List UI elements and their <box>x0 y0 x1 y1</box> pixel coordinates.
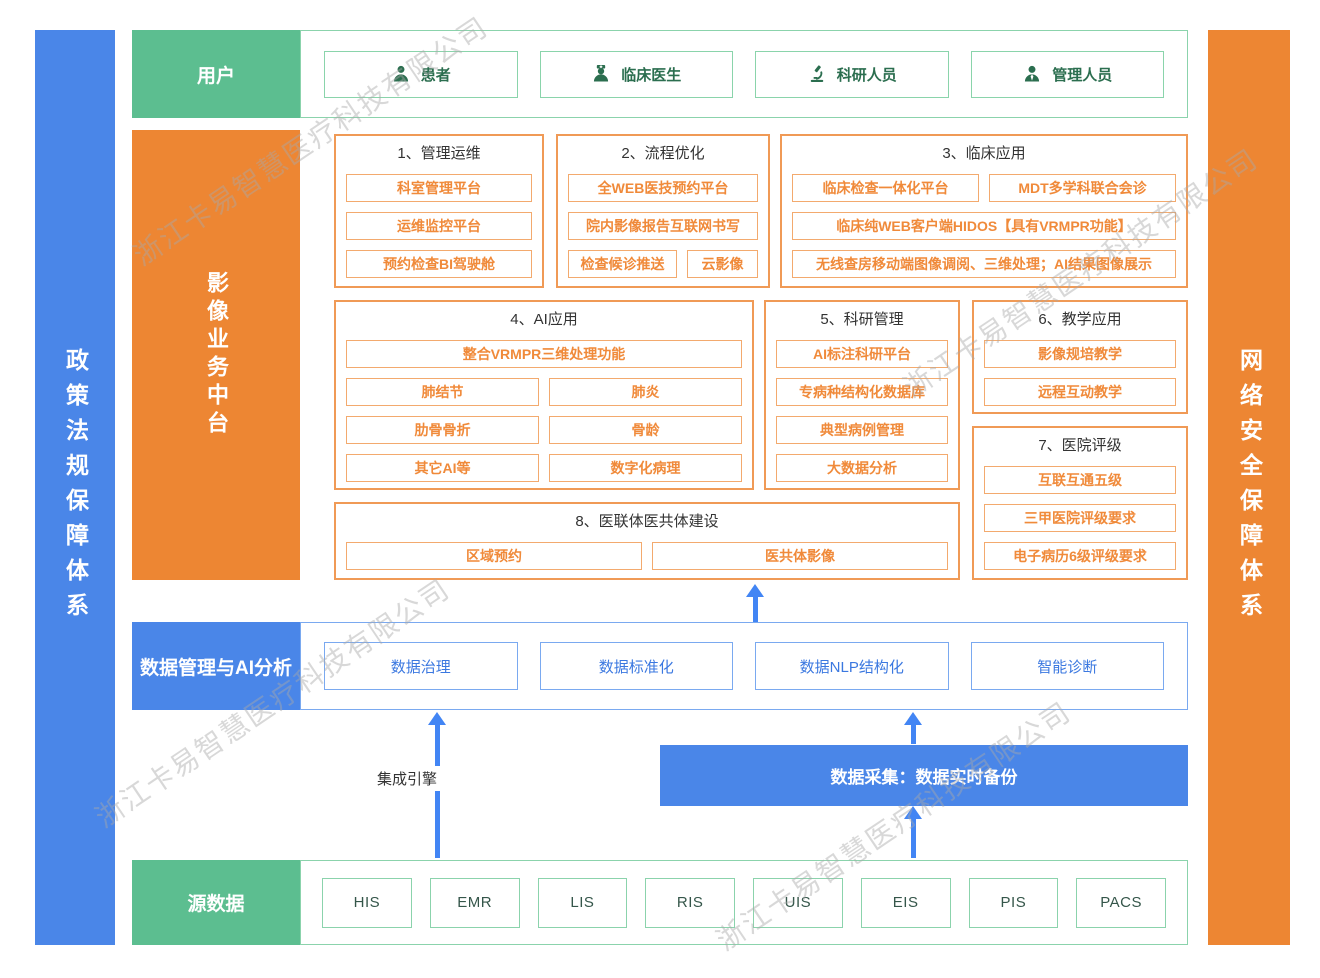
platform-item: 肋骨骨折 <box>346 416 539 444</box>
section-title: 7、医院评级 <box>1038 437 1122 454</box>
user-box-label: 临床医生 <box>621 66 682 84</box>
section-title: 1、管理运维 <box>397 145 481 162</box>
section-title: 6、教学应用 <box>1038 311 1122 328</box>
section-title: 4、AI应用 <box>510 311 578 328</box>
platform-item: 专病种结构化数据库 <box>776 378 948 406</box>
data-management-band: 数据管理与AI分析 数据治理 数据标准化 数据NLP结构化 智能诊断 <box>132 622 1188 710</box>
section-hospital-rating: 7、医院评级 互联互通五级 三甲医院评级要求 电子病历6级评级要求 <box>972 426 1188 580</box>
platform-item: 影像规培教学 <box>984 340 1176 368</box>
data-management-body: 数据治理 数据标准化 数据NLP结构化 智能诊断 <box>300 622 1188 710</box>
arrow-head-icon <box>746 584 764 597</box>
section-row: 区域预约 医共体影像 <box>346 542 948 570</box>
platform-item: 远程互动教学 <box>984 378 1176 406</box>
microscope-icon <box>810 65 823 82</box>
users-band-label: 用户 <box>132 30 300 118</box>
user-box-researcher: 科研人员 <box>755 50 949 98</box>
user-box-label: 管理人员 <box>1052 66 1113 84</box>
data-governance-box: 数据治理 <box>324 642 518 690</box>
section-ai-application: 4、AI应用 整合VRMPR三维处理功能 肺结节 肺炎 肋骨骨折 骨龄 其它AI… <box>334 300 754 490</box>
user-box-label: 患者 <box>420 66 451 84</box>
section-title: 3、临床应用 <box>942 145 1026 162</box>
policy-regulation-sidebar: 政策法规保障体系 <box>35 30 115 945</box>
platform-item: 院内影像报告互联网书写 <box>568 212 758 240</box>
section-process-optimization: 2、流程优化 全WEB医技预约平台 院内影像报告互联网书写 检查候诊推送 云影像 <box>556 134 770 288</box>
platform-item: 无线查房移动端图像调阅、三维处理；AI结果图像展示 <box>792 250 1176 278</box>
section-row: 检查候诊推送 云影像 <box>568 250 758 278</box>
platform-item: 检查候诊推送 <box>568 250 677 278</box>
section-title: 2、流程优化 <box>621 145 705 162</box>
section-title: 5、科研管理 <box>820 311 904 328</box>
platform-item: 医共体影像 <box>652 542 948 570</box>
section-row: 其它AI等 数字化病理 <box>346 454 742 482</box>
platform-item: 科室管理平台 <box>346 174 532 202</box>
platform-item: 肺炎 <box>549 378 742 406</box>
data-management-label: 数据管理与AI分析 <box>132 622 300 710</box>
platform-item: 电子病历6级评级要求 <box>984 542 1176 570</box>
platform-item: 三甲医院评级要求 <box>984 504 1176 532</box>
source-system-pacs: PACS <box>1076 877 1166 928</box>
platform-item: 区域预约 <box>346 542 642 570</box>
source-system-uis: UIS <box>753 877 843 928</box>
source-system-emr: EMR <box>429 877 520 928</box>
platform-item: 临床检查一体化平台 <box>792 174 979 202</box>
platform-item: 临床纯WEB客户端HIDOS【具有VRMPR功能】 <box>792 212 1176 240</box>
platform-item: 骨龄 <box>549 416 742 444</box>
section-medical-consortium: 8、医联体医共体建设 区域预约 医共体影像 <box>334 502 960 580</box>
platform-item: 典型病例管理 <box>776 416 948 444</box>
users-band-body: 患者 临床医生 科研人员 管理人员 <box>300 30 1188 118</box>
platform-item: MDT多学科联合会诊 <box>989 174 1176 202</box>
user-box-label: 科研人员 <box>836 66 897 84</box>
platform-item: 其它AI等 <box>346 454 539 482</box>
integration-engine-label: 集成引擎 <box>372 766 443 791</box>
section-management-operations: 1、管理运维 科室管理平台 运维监控平台 预约检查BI驾驶舱 <box>334 134 544 288</box>
source-system-lis: LIS <box>537 877 628 928</box>
data-collect-box: 数据采集：数据实时备份 <box>660 745 1188 806</box>
imaging-platform-label-block: 影像业务中台 <box>132 130 300 580</box>
source-system-ris: RIS <box>645 877 735 928</box>
source-system-his: HIS <box>322 877 412 928</box>
imaging-platform-label: 影像业务中台 <box>204 271 229 439</box>
source-system-eis: EIS <box>860 877 951 928</box>
platform-item: 肺结节 <box>346 378 539 406</box>
up-arrow-source-to-collect <box>904 806 922 858</box>
patient-icon <box>393 65 408 82</box>
doctor-icon <box>594 65 609 82</box>
source-data-body: HIS EMR LIS RIS UIS EIS PIS PACS <box>300 860 1188 945</box>
platform-item: 云影像 <box>686 250 758 278</box>
network-security-label: 网络安全保障体系 <box>1236 347 1263 628</box>
arrow-head-icon <box>428 712 446 725</box>
data-nlp-box: 数据NLP结构化 <box>755 642 949 690</box>
smart-diagnosis-box: 智能诊断 <box>970 642 1164 690</box>
arrow-head-icon <box>904 806 922 819</box>
data-standardization-box: 数据标准化 <box>539 642 733 690</box>
section-research-management: 5、科研管理 AI标注科研平台 专病种结构化数据库 典型病例管理 大数据分析 <box>764 300 960 490</box>
section-clinical-application: 3、临床应用 临床检查一体化平台 MDT多学科联合会诊 临床纯WEB客户端HID… <box>780 134 1188 288</box>
section-row: 临床检查一体化平台 MDT多学科联合会诊 <box>792 174 1176 202</box>
section-row: 肺结节 肺炎 <box>346 378 742 406</box>
user-box-doctor: 临床医生 <box>539 50 733 98</box>
platform-item: 运维监控平台 <box>346 212 532 240</box>
source-system-pis: PIS <box>968 877 1059 928</box>
network-security-sidebar: 网络安全保障体系 <box>1208 30 1290 945</box>
section-title: 8、医联体医共体建设 <box>575 513 719 530</box>
user-box-admin: 管理人员 <box>970 50 1164 98</box>
platform-item: 整合VRMPR三维处理功能 <box>346 340 742 368</box>
source-data-band: 源数据 HIS EMR LIS RIS UIS EIS PIS PACS <box>132 860 1188 945</box>
arrow-head-icon <box>904 712 922 725</box>
up-arrow-consortium-to-platform <box>746 584 764 622</box>
platform-item: 全WEB医技预约平台 <box>568 174 758 202</box>
admin-icon <box>1025 65 1040 82</box>
section-row: 肋骨骨折 骨龄 <box>346 416 742 444</box>
source-data-label: 源数据 <box>132 860 300 945</box>
platform-item: 互联互通五级 <box>984 466 1176 494</box>
users-band: 用户 患者 临床医生 科研人员 管理人员 <box>132 30 1188 118</box>
platform-item: 大数据分析 <box>776 454 948 482</box>
platform-item: AI标注科研平台 <box>776 340 948 368</box>
up-arrow-collect-to-datamgmt <box>904 712 922 744</box>
policy-regulation-label: 政策法规保障体系 <box>62 347 89 628</box>
user-box-patient: 患者 <box>324 50 518 98</box>
platform-item: 预约检查BI驾驶舱 <box>346 250 532 278</box>
platform-item: 数字化病理 <box>549 454 742 482</box>
section-teaching-application: 6、教学应用 影像规培教学 远程互动教学 <box>972 300 1188 414</box>
